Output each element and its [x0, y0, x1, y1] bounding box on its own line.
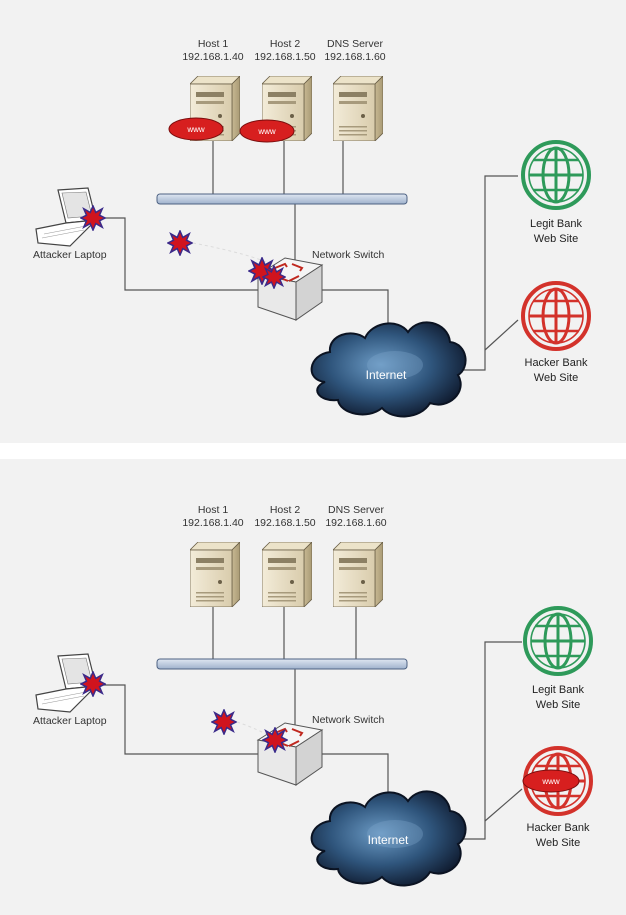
hacker-bank-label-line1: Hacker Bank — [527, 822, 590, 834]
switch-label: Network Switch — [312, 714, 385, 726]
malware-burst-icon — [262, 265, 286, 289]
host1-name: Host 1 — [198, 504, 229, 516]
host1-ip: 192.168.1.40 — [182, 51, 243, 63]
hacker-bank-label-line2: Web Site — [536, 837, 580, 849]
hacker-bank-globe-icon — [521, 281, 591, 351]
malware-burst-icon — [80, 671, 106, 697]
network-links — [97, 606, 523, 840]
hacker-bank-www-badge: www — [522, 769, 580, 793]
attacker-label: Attacker Laptop — [33, 249, 107, 261]
attacker-laptop-icon — [35, 187, 98, 247]
hacker-bank-label-line2: Web Site — [534, 372, 578, 384]
malware-burst-icon — [262, 727, 288, 753]
legit-bank-label-line1: Legit Bank — [532, 684, 584, 696]
switch-label: Network Switch — [312, 249, 385, 261]
network-bus — [156, 193, 408, 205]
host2-www-badge: www — [239, 119, 295, 143]
internet-label: Internet — [366, 368, 407, 382]
dns-ip: 192.168.1.60 — [324, 51, 385, 63]
diagram-panel-top: www www Host 1 192.168.1.40 Host 2 192.1… — [0, 0, 626, 443]
legit-bank-label-line2: Web Site — [534, 233, 578, 245]
host1-ip: 192.168.1.40 — [182, 517, 243, 529]
internet-cloud-icon — [310, 790, 467, 887]
malware-burst-icon — [80, 205, 106, 231]
legit-bank-globe-icon — [523, 606, 593, 676]
dns-name: DNS Server — [328, 504, 385, 516]
host2-www-text: www — [257, 127, 276, 136]
legit-bank-label-line1: Legit Bank — [530, 218, 582, 230]
malware-burst-icon-traveling — [167, 230, 193, 256]
host2-name: Host 2 — [270, 38, 301, 50]
network-diagram-top: www www Host 1 192.168.1.40 Host 2 192.1… — [33, 38, 591, 418]
legit-bank-globe-icon — [521, 140, 591, 210]
network-diagram-bottom: Host 1 192.168.1.40 Host 2 192.168.1.50 … — [33, 504, 593, 887]
internet-cloud-icon — [310, 321, 467, 418]
legit-bank-label-line2: Web Site — [536, 699, 580, 711]
network-links — [97, 140, 519, 371]
dns-server-icon — [333, 542, 383, 607]
network-bus — [156, 658, 408, 670]
host1-www-text: www — [186, 125, 205, 134]
host2-ip: 192.168.1.50 — [254, 51, 315, 63]
dns-ip: 192.168.1.60 — [325, 517, 386, 529]
malware-burst-icon-traveling — [211, 709, 237, 735]
hacker-bank-label-line1: Hacker Bank — [525, 357, 588, 369]
dns-name: DNS Server — [327, 38, 384, 50]
attacker-label: Attacker Laptop — [33, 715, 107, 727]
host1-www-badge: www — [168, 117, 224, 141]
diagram-panel-bottom: Host 1 192.168.1.40 Host 2 192.168.1.50 … — [0, 459, 626, 915]
host2-name: Host 2 — [270, 504, 301, 516]
host2-ip: 192.168.1.50 — [254, 517, 315, 529]
host1-server-icon — [190, 542, 240, 607]
internet-label: Internet — [368, 833, 409, 847]
host2-server-icon — [262, 542, 312, 607]
hacker-bank-www-text: www — [541, 777, 560, 786]
dns-server-icon — [333, 76, 383, 141]
host1-name: Host 1 — [198, 38, 229, 50]
